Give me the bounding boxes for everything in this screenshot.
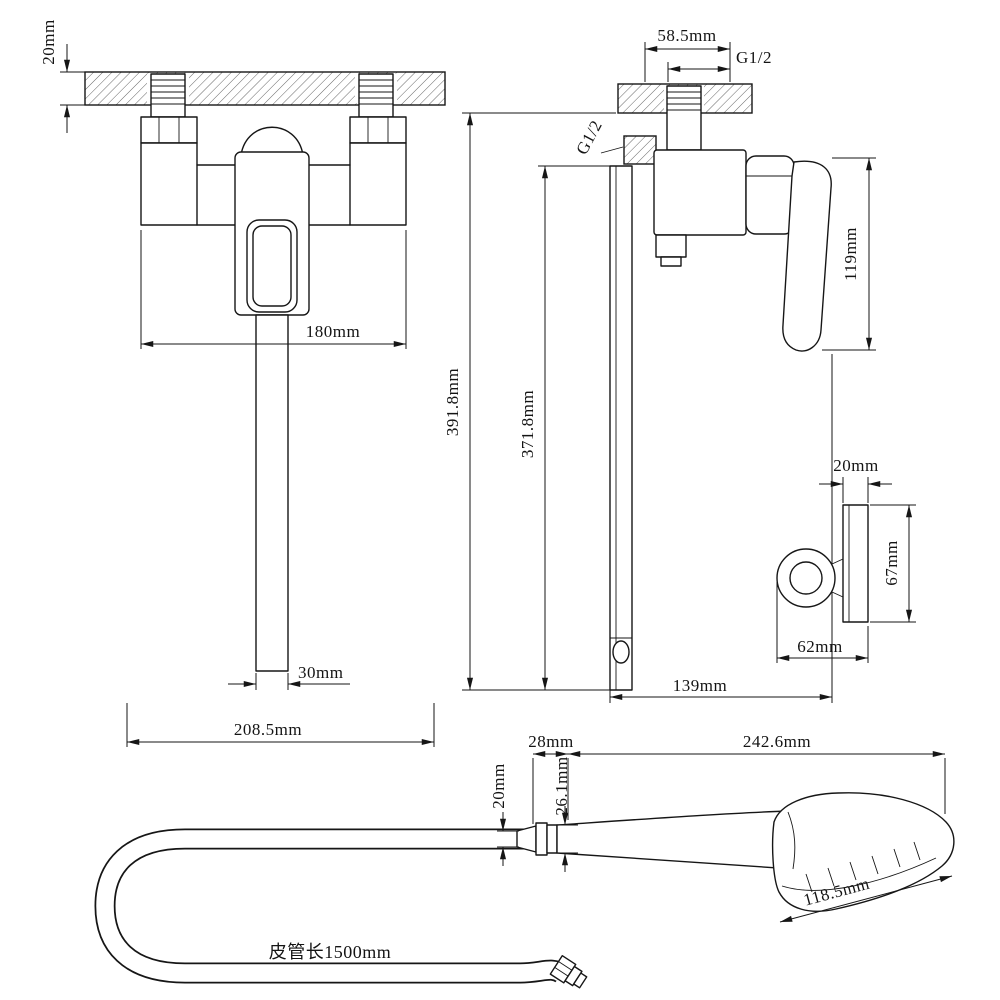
dim-thread-top: G1/2 <box>736 48 772 67</box>
mounting-nut-right <box>349 116 407 144</box>
grip-ring-1 <box>535 822 548 856</box>
front-dimensions: 20mm 180mm 30mm 208.5mm <box>39 19 435 747</box>
holder-view: 20mm 67mm 62mm <box>776 456 916 663</box>
dim-spout-height: 371.8mm <box>518 390 537 458</box>
dim-overall-depth: 139mm <box>673 676 727 695</box>
dim-grip-ring: 28mm <box>528 732 573 751</box>
inlet-pipe-top <box>666 85 702 151</box>
dim-plate-height: 67mm <box>882 540 901 585</box>
inlet-stub-left <box>150 73 186 118</box>
dim-wall-offset: 58.5mm <box>657 26 716 45</box>
holder-cup-inner <box>789 561 823 595</box>
spout-plate-side <box>609 165 633 691</box>
dim-overall-length: 242.6mm <box>743 732 811 751</box>
dim-hose-nut-dia: 20mm <box>489 763 508 808</box>
front-view <box>84 71 446 672</box>
inlet-stub-right <box>358 73 394 118</box>
dim-thread-side: G1/2 <box>572 117 606 158</box>
dim-bracket-depth: 62mm <box>797 637 842 656</box>
handle-cap <box>745 155 795 235</box>
dim-port-spacing: 180mm <box>306 322 360 341</box>
body-cylinder-left <box>140 142 198 226</box>
shower-grip <box>556 810 794 870</box>
dim-wall-thickness: 20mm <box>39 19 58 64</box>
dim-plate-width: 20mm <box>833 456 878 475</box>
holder-wall-plate <box>842 504 869 623</box>
side-dimensions: 58.5mm G1/2 G1/2 119mm 391.8mm 371.8mm 1… <box>443 26 876 703</box>
hose-coupling <box>549 954 588 989</box>
handshower-view: 28mm 242.6mm 20mm 26.1mm 118.5mm 皮管长1500… <box>94 732 955 989</box>
side-view <box>609 83 832 691</box>
handle-lever <box>782 160 832 352</box>
diverter-window-inner <box>252 225 292 307</box>
mounting-nut-left <box>140 116 198 144</box>
spout-outlet <box>612 640 630 664</box>
hose-length-label: 皮管长1500mm <box>269 942 392 962</box>
dim-spout-width: 30mm <box>298 663 343 682</box>
hose-nut <box>516 825 537 853</box>
dim-overall-width: 208.5mm <box>234 720 302 739</box>
hose-outlet <box>655 234 687 258</box>
body-cylinder-right <box>349 142 407 226</box>
valve-body <box>653 149 747 236</box>
dim-handle-length: 119mm <box>841 227 860 281</box>
dim-overall-height: 391.8mm <box>443 368 462 436</box>
spout-pipe-front <box>255 314 289 672</box>
dim-grip-dia: 26.1mm <box>552 756 571 815</box>
inlet-thread-side-fitting <box>623 135 657 165</box>
grip-ring-2 <box>546 824 558 854</box>
center-arch <box>240 126 304 156</box>
